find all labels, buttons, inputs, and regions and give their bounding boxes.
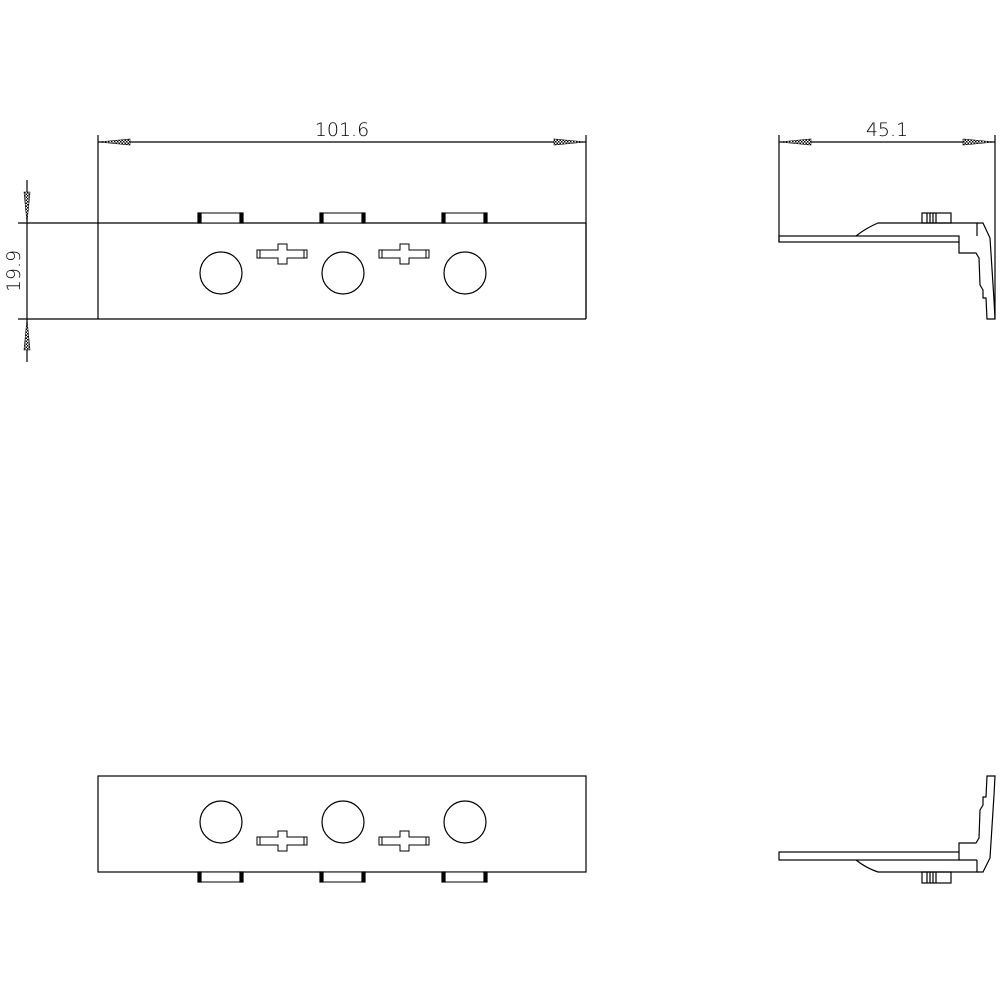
side-view-top bbox=[778, 135, 996, 320]
body bbox=[97, 775, 587, 873]
cross-slot-2 bbox=[378, 243, 430, 265]
tab-1 bbox=[197, 871, 244, 883]
tab-3 bbox=[441, 212, 488, 224]
arrow-bottom-icon bbox=[23, 318, 31, 351]
front-view-top bbox=[18, 135, 587, 362]
upper-body bbox=[855, 222, 978, 237]
front-view-bottom bbox=[97, 775, 587, 883]
tab-3 bbox=[441, 871, 488, 883]
arrow-right-icon bbox=[553, 138, 587, 146]
hole-3 bbox=[443, 800, 487, 844]
dimension-label-depth: 45.1 bbox=[866, 119, 908, 141]
cross-slot-1 bbox=[256, 243, 308, 265]
plate bbox=[778, 851, 960, 861]
hole-2 bbox=[321, 251, 365, 295]
arrow-left-icon bbox=[97, 138, 131, 146]
tab-2 bbox=[319, 212, 366, 224]
hole-2 bbox=[321, 800, 365, 844]
tab-2 bbox=[319, 871, 366, 883]
dimension-label-height: 19.9 bbox=[3, 250, 25, 292]
cross-slot-1 bbox=[256, 830, 308, 852]
tab-1 bbox=[197, 212, 244, 224]
arrow-top-icon bbox=[23, 191, 31, 224]
arrow-left-icon bbox=[778, 138, 812, 146]
hole-3 bbox=[443, 251, 487, 295]
leg bbox=[958, 222, 996, 320]
side-view-bottom bbox=[778, 775, 996, 884]
plate bbox=[778, 235, 960, 243]
hole-1 bbox=[199, 800, 243, 844]
hole-1 bbox=[199, 251, 243, 295]
dimension-label-width: 101.6 bbox=[315, 119, 369, 141]
lower-body bbox=[855, 859, 978, 873]
leg bbox=[958, 775, 996, 873]
cross-slot-2 bbox=[378, 830, 430, 852]
arrow-right-icon bbox=[962, 138, 996, 146]
